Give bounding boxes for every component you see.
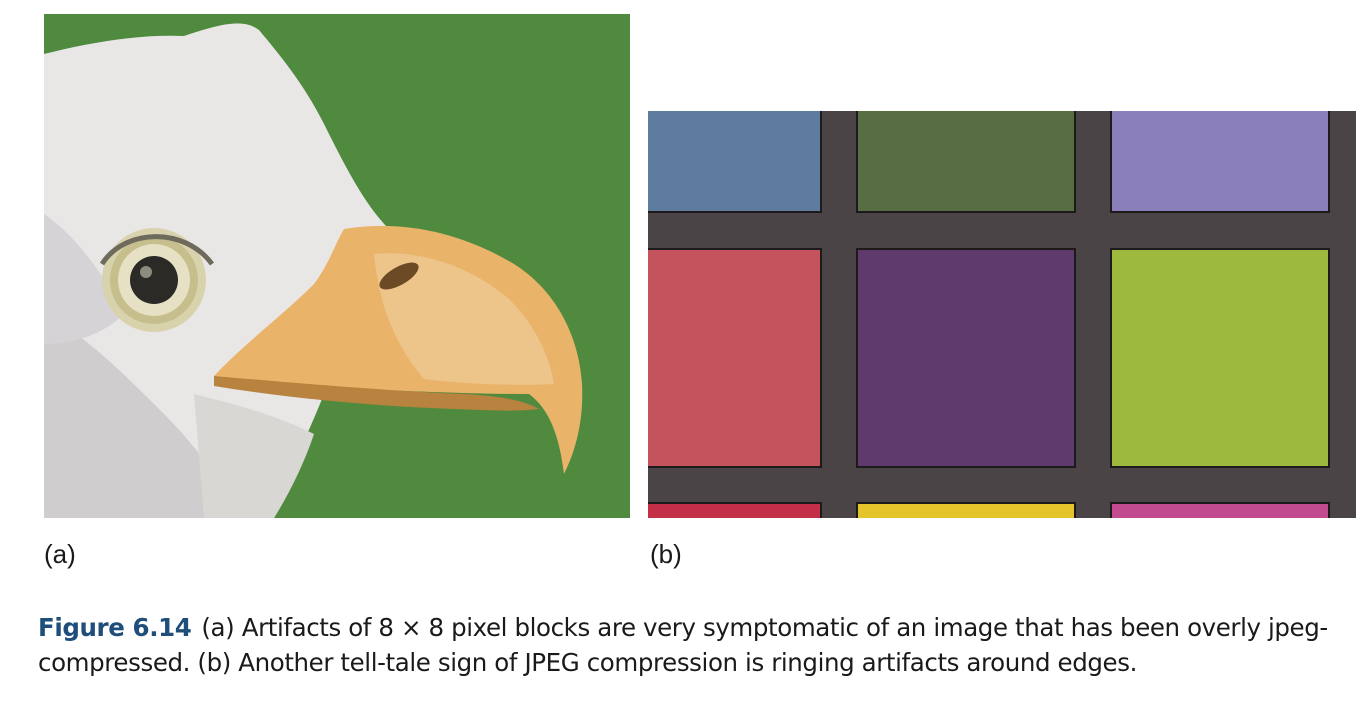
swatch-lavender bbox=[1110, 111, 1330, 213]
swatch-crimson bbox=[648, 502, 822, 518]
panel-b-label: (b) bbox=[650, 539, 682, 569]
eagle-image bbox=[44, 14, 630, 518]
color-checker-image bbox=[648, 111, 1356, 518]
swatch-red bbox=[648, 248, 822, 468]
figure-caption: Figure 6.14(a) Artifacts of 8 × 8 pixel … bbox=[38, 610, 1348, 680]
swatch-green bbox=[856, 111, 1076, 213]
swatch-magenta bbox=[1110, 502, 1330, 518]
swatch-yellow-green bbox=[1110, 248, 1330, 468]
panel-a-label: (a) bbox=[44, 539, 76, 569]
swatch-purple bbox=[856, 248, 1076, 468]
caption-text: (a) Artifacts of 8 × 8 pixel blocks are … bbox=[38, 613, 1328, 677]
swatch-blue bbox=[648, 111, 822, 213]
figure-number: Figure 6.14 bbox=[38, 613, 192, 642]
eagle-illustration bbox=[44, 14, 630, 518]
swatch-yellow bbox=[856, 502, 1076, 518]
